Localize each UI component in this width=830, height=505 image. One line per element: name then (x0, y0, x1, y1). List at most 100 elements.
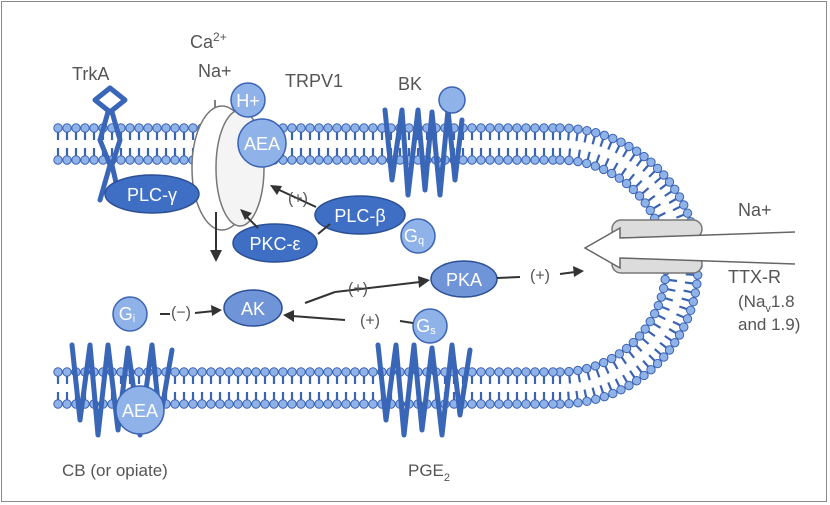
lipid-head (54, 368, 62, 376)
lipid-tail (623, 375, 627, 382)
lipid-head (683, 315, 691, 323)
lipid-tail (629, 352, 634, 358)
lipid-head (522, 368, 530, 376)
lipid-head (180, 368, 188, 376)
lipid-head (180, 124, 188, 132)
lipid-head (513, 124, 521, 132)
lipid-head (279, 400, 287, 408)
lipid-tail (576, 391, 577, 399)
lipid-tail (637, 366, 642, 372)
lipid-head (477, 400, 485, 408)
lipid-head (574, 157, 582, 165)
lipid-head (153, 156, 161, 164)
lipid-head (297, 400, 305, 408)
lipid-head (650, 310, 658, 318)
lipid-head (477, 124, 485, 132)
lipid-head (513, 368, 521, 376)
svg-text:Gi: Gi (119, 304, 135, 325)
lipid-head (495, 156, 503, 164)
lipid-head (477, 368, 485, 376)
lipid-tail (616, 146, 620, 153)
arrow-pka-to-ttxr (560, 266, 584, 277)
lipid-head (333, 400, 341, 408)
lipid-head (360, 156, 368, 164)
lipid-head (360, 368, 368, 376)
sign-plus-ak-pka: (+) (348, 281, 368, 298)
lipid-tail (608, 382, 611, 389)
lipid-head (600, 392, 608, 400)
lipid-head (342, 368, 350, 376)
lipid-head (609, 134, 617, 142)
lipid-head (495, 368, 503, 376)
lipid-head (324, 368, 332, 376)
lipid-tail (665, 192, 672, 196)
lipid-head (297, 368, 305, 376)
lipid-head (252, 368, 260, 376)
lipid-tail (673, 322, 680, 326)
lipid-head (468, 400, 476, 408)
lipid-tail (585, 390, 587, 398)
lipid-head (162, 124, 170, 132)
lipid-head (405, 124, 413, 132)
lipid-head (81, 156, 89, 164)
lipid-head (333, 368, 341, 376)
lipid-head (180, 156, 188, 164)
lipid-head (234, 400, 242, 408)
plc-beta-node: PLC-β (315, 196, 405, 234)
pkc-epsilon-node: PKC-ε (233, 224, 317, 262)
lipid-head (306, 124, 314, 132)
lipid-head (693, 280, 701, 288)
lipid-head (468, 124, 476, 132)
lipid-head (617, 138, 625, 146)
lipid-head (315, 156, 323, 164)
lipid-tail (593, 137, 595, 145)
lipid-tail (643, 361, 648, 367)
lipid-head (540, 156, 548, 164)
label-ca: Ca2+ (190, 30, 227, 52)
lipid-tail (662, 307, 669, 310)
lipid-head (270, 400, 278, 408)
lipid-head (90, 156, 98, 164)
lipid-head (592, 395, 600, 403)
lipid-tail (685, 282, 693, 283)
lipid-head (369, 124, 377, 132)
lipid-tail (636, 345, 642, 351)
lipid-head (531, 400, 539, 408)
lipid-tail (636, 181, 642, 187)
label-na-right: Na+ (738, 200, 772, 220)
lipid-tail (576, 133, 577, 141)
lipid-tail (643, 339, 649, 344)
lipid-head (565, 124, 573, 132)
lipid-head (171, 156, 179, 164)
lipid-head (216, 368, 224, 376)
lipid-tail (676, 215, 683, 218)
lipid-head (565, 400, 573, 408)
lipid-head (495, 124, 503, 132)
lipid-head (306, 400, 314, 408)
lipid-head (171, 368, 179, 376)
lipid-head (351, 400, 359, 408)
arrow-gi-to-ak (195, 305, 222, 316)
lipid-head (261, 400, 269, 408)
lipid-tail (605, 366, 608, 373)
lipid-tail (679, 307, 687, 310)
lipid-head (243, 400, 251, 408)
lipid-head (207, 400, 215, 408)
lipid-head (54, 156, 62, 164)
lipid-tail (601, 385, 604, 393)
lipid-head (583, 397, 591, 405)
lipid-tail (569, 148, 570, 156)
lipid-head (63, 400, 71, 408)
lipid-head (180, 400, 188, 408)
lipid-tail (649, 171, 655, 177)
lipid-tail (568, 392, 569, 400)
lipid-tail (654, 204, 661, 208)
lipid-head (599, 165, 607, 173)
lipid-head (288, 124, 296, 132)
lipid-tail (608, 142, 611, 149)
lipid-head (477, 156, 485, 164)
sign-plus-plc: (+) (288, 191, 308, 208)
lipid-head (225, 400, 233, 408)
lipid-head (306, 368, 314, 376)
